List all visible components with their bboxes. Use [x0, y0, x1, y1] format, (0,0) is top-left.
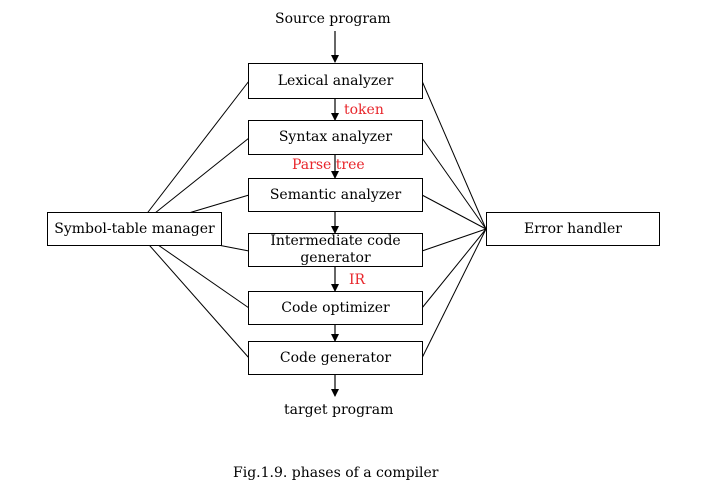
- code-generator-box: Code generator: [248, 341, 423, 375]
- lexical-analyzer-box: Lexical analyzer: [248, 63, 423, 99]
- error-link-syntax: [421, 137, 487, 230]
- edge-label-token: token: [344, 102, 384, 118]
- code-optimizer-box: Code optimizer: [248, 291, 423, 325]
- intermediate-code-generator-box: Intermediate code generator: [248, 233, 423, 267]
- error-link-lexical: [421, 80, 487, 230]
- semantic-analyzer-box: Semantic analyzer: [248, 178, 423, 212]
- error-link-intermediate: [421, 228, 487, 252]
- syntax-analyzer-box: Syntax analyzer: [248, 120, 423, 155]
- source-program-label: Source program: [275, 11, 391, 27]
- symbol-table-link-lexical: [134, 80, 250, 230]
- error-link-semantic: [421, 194, 487, 230]
- figure-caption: Fig.1.9. phases of a compiler: [233, 465, 439, 481]
- error-link-optimizer: [421, 228, 487, 309]
- edge-label-ir: IR: [349, 272, 366, 288]
- edge-label-parse-tree: Parse tree: [292, 157, 365, 173]
- symbol-table-link-generator: [134, 228, 250, 359]
- symbol-table-manager-box: Symbol-table manager: [47, 212, 222, 246]
- error-link-generator: [421, 228, 487, 359]
- error-handler-box: Error handler: [486, 212, 660, 246]
- target-program-label: target program: [284, 402, 394, 418]
